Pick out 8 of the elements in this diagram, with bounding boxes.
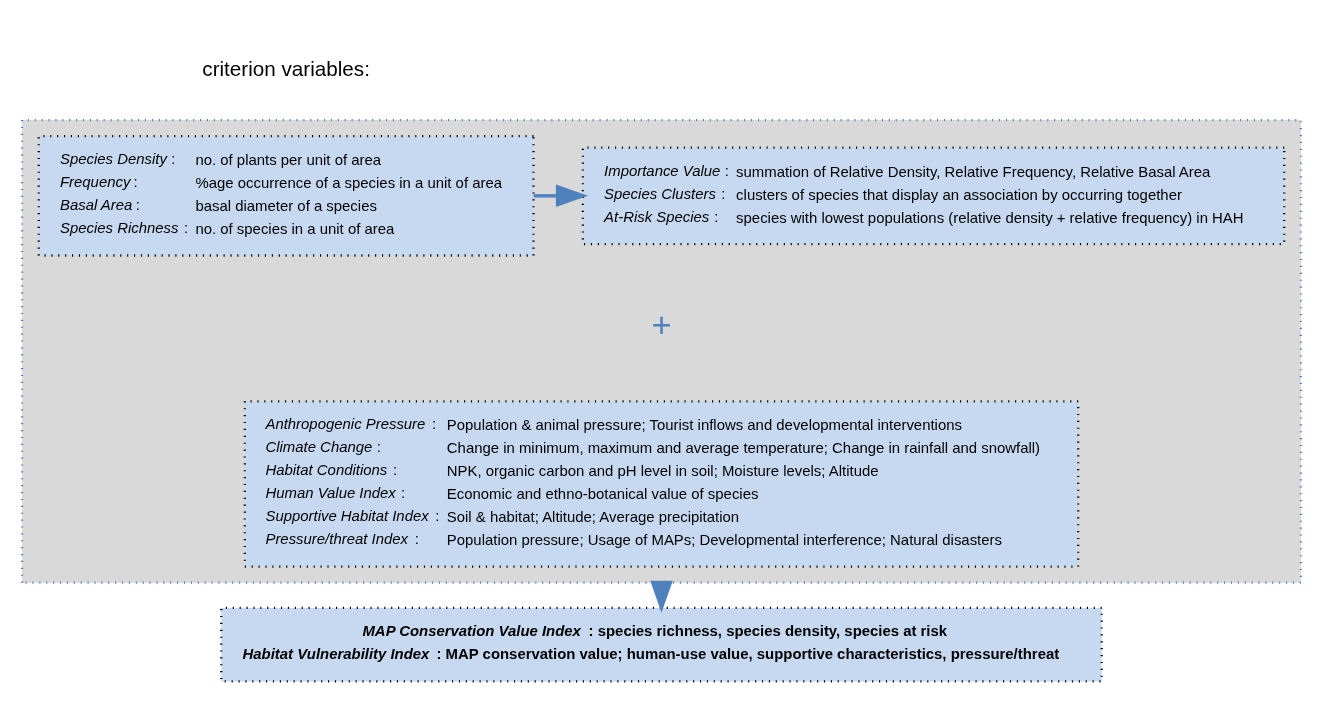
cluster xyxy=(20,118,1303,584)
node-box: MAP Conservation Value Index: species richness, species density, species at risk Habitat Vulnerability Index: MAP conservation value; human-use value, supportive characteristics, pressure/threat xyxy=(220,606,1103,683)
node-box: Anthropogenic Pressure: Population & animal pressure; Tourist inflows and developmental interventions Climate Change: Change in minimum, maximum and average temperature; Change in rainfall and snowfall) Habitat Conditions: NPK, organic carbon and pH level in soil; Moisture levels; Altitude Human Value Index: Economic and ethno-botanical value of species Supportive Habitat Index: Soil & habitat; Altitude; Average precipitation Pressure/threat Index: Population pressure; Usage of MAPs; Developmental interference; Natural disasters xyxy=(243,399,1080,568)
node-box: Species Density: no. of plants per unit of area Frequency: %age occurrence of a species in a unit of area Basal Area: basal diameter of a species Species Richness: no. of species in a unit of area xyxy=(37,134,535,257)
arrow xyxy=(533,184,589,207)
node-box: Importance Value: summation of Relative Density, Relative Frequency, Relative Basal Area Species Clusters: clusters of species that display an association by occurring together At-Risk Species: species with lowest populations (relative density + relative frequency) in HAH xyxy=(581,145,1286,245)
label: + xyxy=(651,305,672,344)
label: criterion variables: xyxy=(202,56,370,80)
